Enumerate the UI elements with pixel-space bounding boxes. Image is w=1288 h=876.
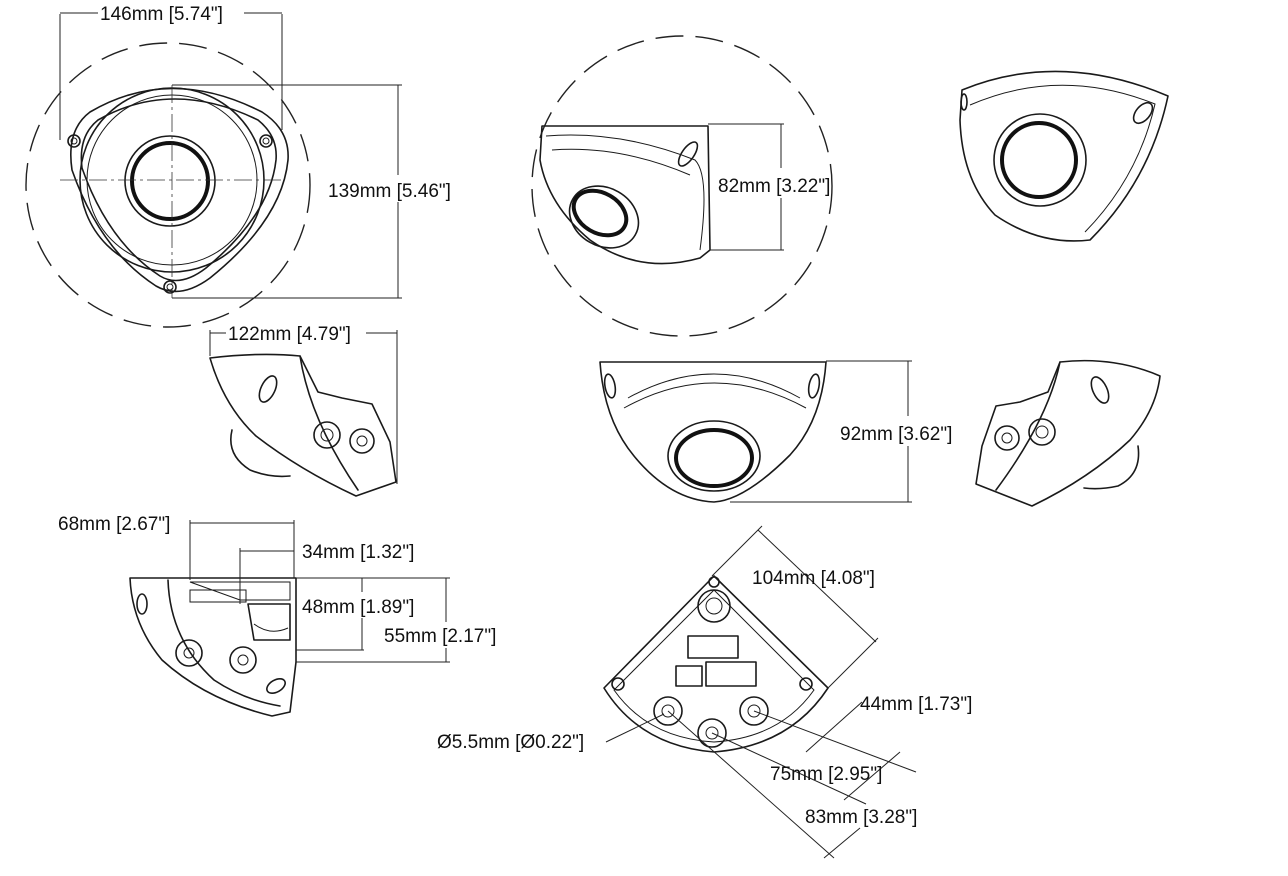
dim-front-height: 92mm [3.62"]: [730, 360, 952, 503]
dim-top-height: 139mm [5.46"]: [172, 84, 451, 299]
height-inner-label: 48mm [1.89"]: [302, 597, 414, 618]
front-height-label: 92mm [3.62"]: [840, 424, 952, 445]
dim-hole-spacing: 44mm [1.73"] 75mm [2.95"] 83mm [3.28"]: [667, 694, 972, 859]
dim-bottom-heights: 48mm [1.89"] 55mm [2.17"]: [296, 577, 496, 663]
corner-side-height-label: 82mm [3.22"]: [718, 176, 830, 197]
side-view-right: [975, 359, 1161, 507]
base-mount-view: [603, 575, 829, 753]
depth-total-label: 68mm [2.67"]: [58, 514, 170, 535]
top-height-label: 139mm [5.46"]: [328, 181, 451, 202]
side-width-label: 122mm [4.79"]: [228, 324, 351, 345]
top-width-label: 146mm [5.74"]: [100, 4, 223, 25]
bottom-side-view: [129, 577, 297, 717]
depth-partial-label: 34mm [1.32"]: [302, 542, 414, 563]
dim-hole-diameter: Ø5.5mm [Ø0.22"]: [437, 713, 665, 753]
dim-top-width: 146mm [5.74"]: [59, 4, 283, 140]
height-outer-label: 55mm [2.17"]: [384, 626, 496, 647]
hole-spacing-c-label: 83mm [3.28"]: [805, 807, 917, 828]
top-view: [25, 42, 311, 328]
corner-angle-view: [531, 35, 833, 337]
hole-diameter-label: Ø5.5mm [Ø0.22"]: [437, 732, 584, 753]
dim-base-diagonal: 104mm [4.08"]: [711, 525, 879, 689]
dim-side-width: 122mm [4.79"]: [209, 324, 398, 484]
perspective-view: [959, 70, 1169, 242]
hole-spacing-a-label: 44mm [1.73"]: [860, 694, 972, 715]
base-diagonal-label: 104mm [4.08"]: [752, 568, 875, 589]
dim-corner-side-height: 82mm [3.22"]: [708, 123, 830, 251]
front-view: [599, 361, 827, 503]
hole-spacing-b-label: 75mm [2.95"]: [770, 764, 882, 785]
side-view-left: [209, 353, 397, 497]
dim-bottom-depths: 68mm [2.67"] 34mm [1.32"]: [58, 514, 414, 604]
